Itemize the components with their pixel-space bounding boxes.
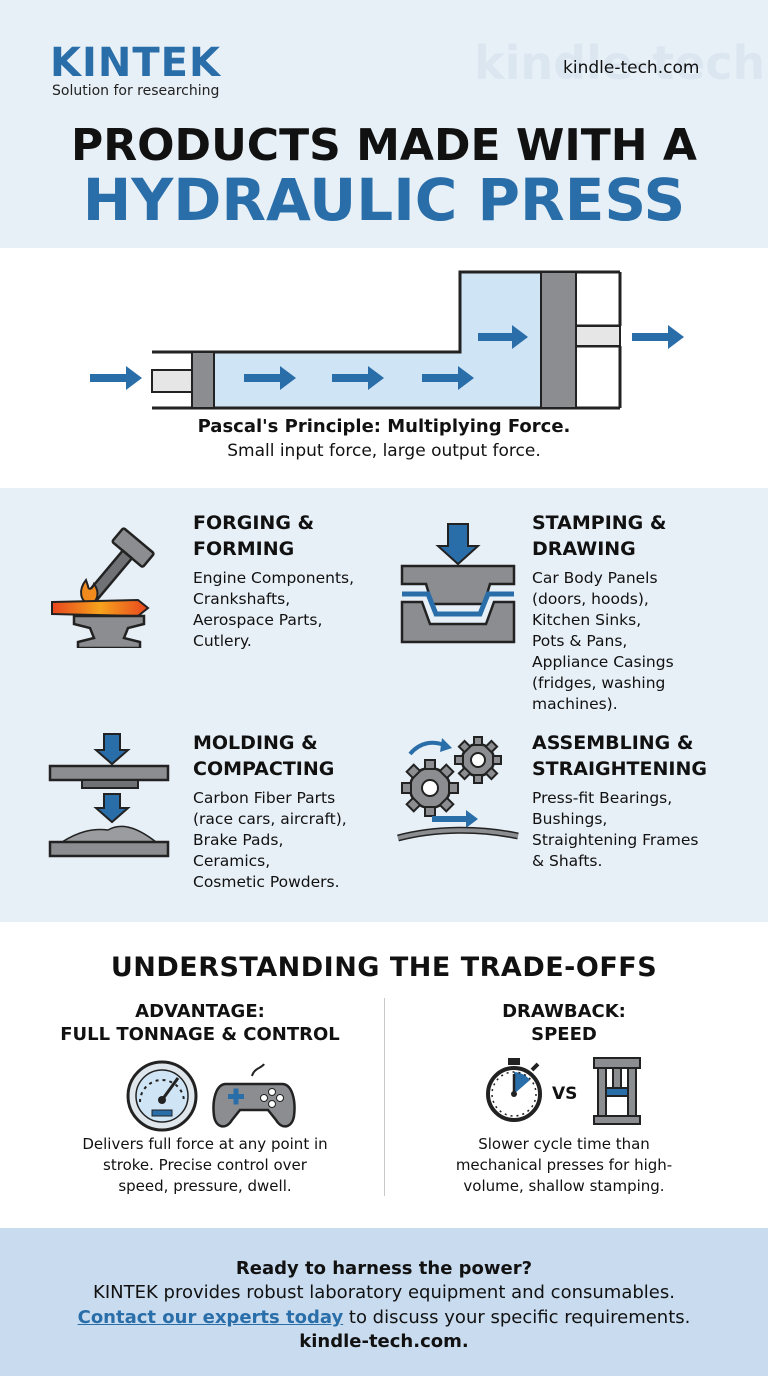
compacting-press-icon xyxy=(48,733,170,858)
cta-question: Ready to harness the power? xyxy=(235,1258,533,1279)
column-divider xyxy=(384,998,385,1196)
tradeoffs-section: UNDERSTANDING THE TRADE-OFFS ADVANTAGE: … xyxy=(0,922,768,1228)
advantage-icons xyxy=(126,1060,296,1132)
molding-list: Carbon Fiber Parts (race cars, aircraft)… xyxy=(193,789,347,891)
header: kindle-tech. KINTEK Solution for researc… xyxy=(0,0,768,248)
stamping-die-icon xyxy=(400,523,516,644)
pascal-diagram-section: Pascal's Principle: Multiplying Force. S… xyxy=(0,248,768,488)
assembling-title: ASSEMBLING &STRAIGHTENING xyxy=(532,732,707,780)
hydraulic-diagram xyxy=(90,270,684,410)
large-piston xyxy=(540,271,577,409)
mechanical-press-icon xyxy=(593,1057,641,1125)
molding-title: MOLDING &COMPACTING xyxy=(193,732,335,780)
cta-line-rest: to discuss your specific requirements. xyxy=(343,1307,691,1328)
assembling-list: Press-fit Bearings, Bushings, Straighten… xyxy=(532,789,699,870)
stamping-list: Car Body Panels (doors, hoods), Kitchen … xyxy=(532,569,674,713)
contact-experts-link[interactable]: Contact our experts today xyxy=(77,1307,344,1328)
pascal-caption-title: Pascal's Principle: Multiplying Force. xyxy=(197,416,571,437)
hammer-anvil-icon xyxy=(51,527,155,648)
advantage-heading: ADVANTAGE: FULL TONNAGE & CONTROL xyxy=(60,1001,340,1045)
watermark-text: kindle-tech. xyxy=(474,36,768,90)
drawback-heading: DRAWBACK: SPEED xyxy=(502,1001,626,1045)
forging-list: Engine Components, Crankshafts, Aerospac… xyxy=(193,569,355,650)
applications-section: FORGING &FORMING Engine Components, Cran… xyxy=(0,488,768,922)
input-force-arrow xyxy=(90,366,142,390)
tradeoffs-title: UNDERSTANDING THE TRADE-OFFS xyxy=(110,952,658,983)
drawback-text: Slower cycle time than mechanical presse… xyxy=(455,1135,673,1195)
gauge-icon xyxy=(126,1060,198,1132)
cylinder-outline xyxy=(152,270,620,410)
large-piston-rod xyxy=(575,325,621,347)
gears-icon xyxy=(397,736,519,842)
page-title-line1: PRODUCTS MADE WITH A xyxy=(71,120,697,171)
advantage-text: Delivers full force at any point in stro… xyxy=(82,1135,328,1195)
forging-title: FORGING &FORMING xyxy=(193,512,315,560)
small-piston xyxy=(191,351,215,409)
stamping-title: STAMPING &DRAWING xyxy=(532,512,667,560)
cta-description: KINTEK provides robust laboratory equipm… xyxy=(93,1282,675,1303)
vs-label: VS xyxy=(552,1084,578,1104)
force-arrows xyxy=(90,325,684,390)
stopwatch-icon xyxy=(486,1058,542,1122)
pascal-caption-text: Small input force, large output force. xyxy=(227,441,541,461)
footer-site-url[interactable]: kindle-tech.com. xyxy=(299,1331,469,1352)
kintek-logo[interactable]: KINTEK xyxy=(50,40,221,86)
footer-cta: Ready to harness the power? KINTEK provi… xyxy=(0,1228,768,1376)
small-piston-rod xyxy=(151,369,193,393)
game-controller-icon xyxy=(212,1063,296,1128)
cta-line: Contact our experts today to discuss you… xyxy=(0,1307,768,1328)
output-force-arrow xyxy=(632,325,684,349)
page-title-line2: HYDRAULIC PRESS xyxy=(82,166,686,234)
site-url[interactable]: kindle-tech.com xyxy=(563,58,700,78)
logo-tagline: Solution for researching xyxy=(52,83,220,99)
